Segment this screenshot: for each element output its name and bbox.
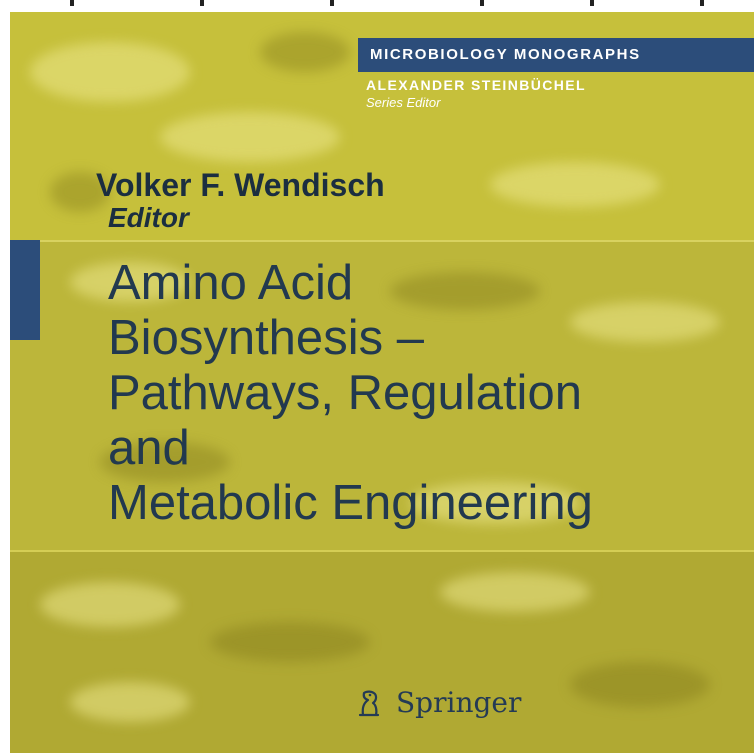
title-line: Amino Acid (108, 256, 354, 310)
series-editor-name: ALEXANDER STEINBÜCHEL (366, 77, 586, 93)
editor-role: Editor (108, 202, 189, 233)
title-line: Pathways, Regulation (108, 366, 582, 420)
title-line: and (108, 421, 190, 475)
editor-name: Volker F. Wendisch (96, 167, 385, 203)
book-title: Amino Acid Biosynthesis – Pathways, Regu… (108, 256, 738, 531)
cover-title-panel (10, 240, 754, 552)
series-editor-role: Series Editor (366, 95, 441, 110)
title-line: Biosynthesis – (108, 311, 424, 365)
blue-spine-tab (10, 240, 40, 340)
top-edge-strip (0, 0, 754, 12)
cover-bottom-panel (10, 550, 754, 753)
title-line: Metabolic Engineering (108, 476, 593, 530)
springer-knight-icon (358, 690, 380, 717)
series-name-banner: MICROBIOLOGY MONOGRAPHS (358, 38, 754, 72)
publisher-name: Springer (396, 685, 522, 719)
publisher-mark: Springer (352, 685, 521, 719)
left-edge-strip (0, 0, 10, 753)
